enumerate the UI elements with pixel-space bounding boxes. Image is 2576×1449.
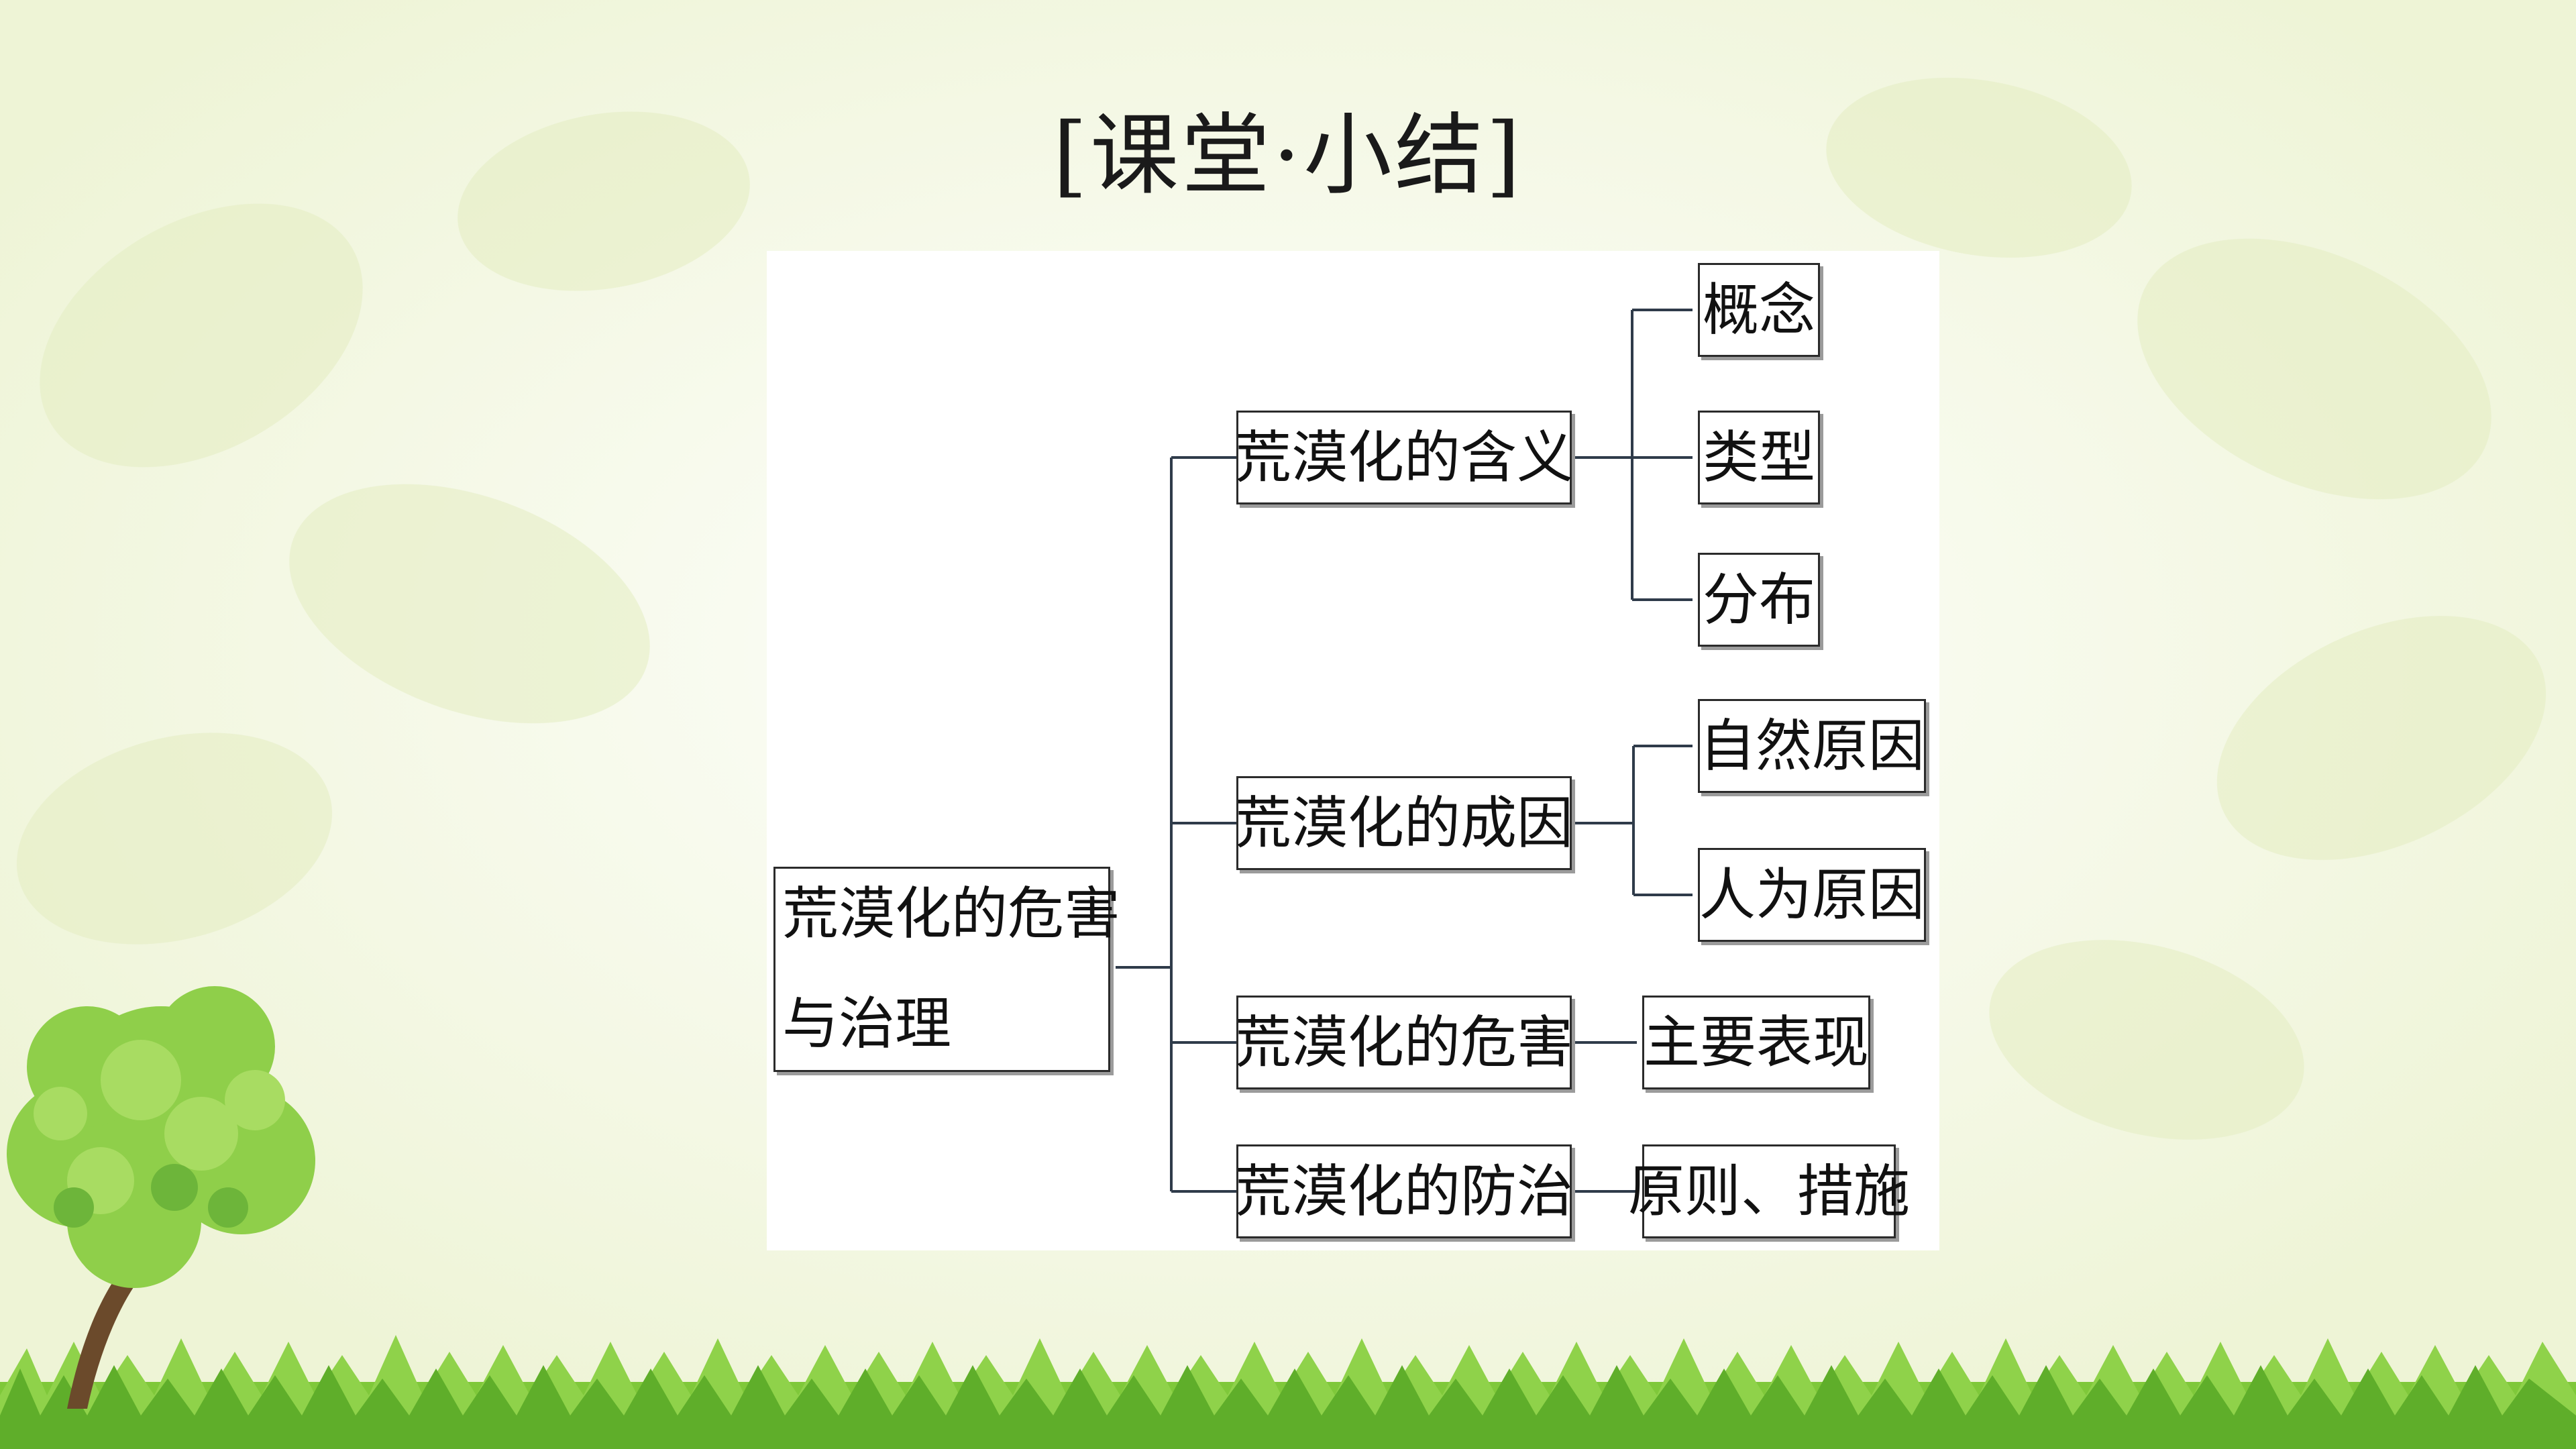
branch-node-causes: 荒漠化的成因 bbox=[1235, 776, 1573, 870]
leaf-node-principles-measures: 原则、措施 bbox=[1628, 1144, 1910, 1238]
slide-title: [课堂·小结] bbox=[1053, 104, 1523, 207]
branch-node-meaning: 荒漠化的含义 bbox=[1235, 411, 1573, 504]
leaf-node-concept: 概念 bbox=[1698, 263, 1820, 357]
grass-strip bbox=[0, 1335, 2576, 1449]
root-node: 荒漠化的危害 与治理 bbox=[773, 867, 1120, 1072]
leaf-node-natural-causes: 自然原因 bbox=[1698, 699, 1926, 793]
branch-node-prevention: 荒漠化的防治 bbox=[1235, 1144, 1573, 1238]
leaf-node-distribution: 分布 bbox=[1698, 553, 1820, 647]
tree-illustration bbox=[7, 986, 315, 1409]
concept-map: 荒漠化的危害 与治理 荒漠化的含义 荒漠化的成因 荒漠化的危害 荒漠化的防治 概… bbox=[767, 251, 1939, 1250]
root-node-line2: 与治理 bbox=[782, 991, 952, 1057]
leaf-node-types: 类型 bbox=[1698, 411, 1820, 504]
connector-lines bbox=[1116, 309, 1693, 1193]
leaf-node-main-manifestations: 主要表现 bbox=[1642, 996, 1870, 1089]
leaf-node-human-causes: 人为原因 bbox=[1698, 848, 1926, 942]
branch-node-harm: 荒漠化的危害 bbox=[1235, 996, 1573, 1089]
root-node-line1: 荒漠化的危害 bbox=[782, 881, 1121, 947]
